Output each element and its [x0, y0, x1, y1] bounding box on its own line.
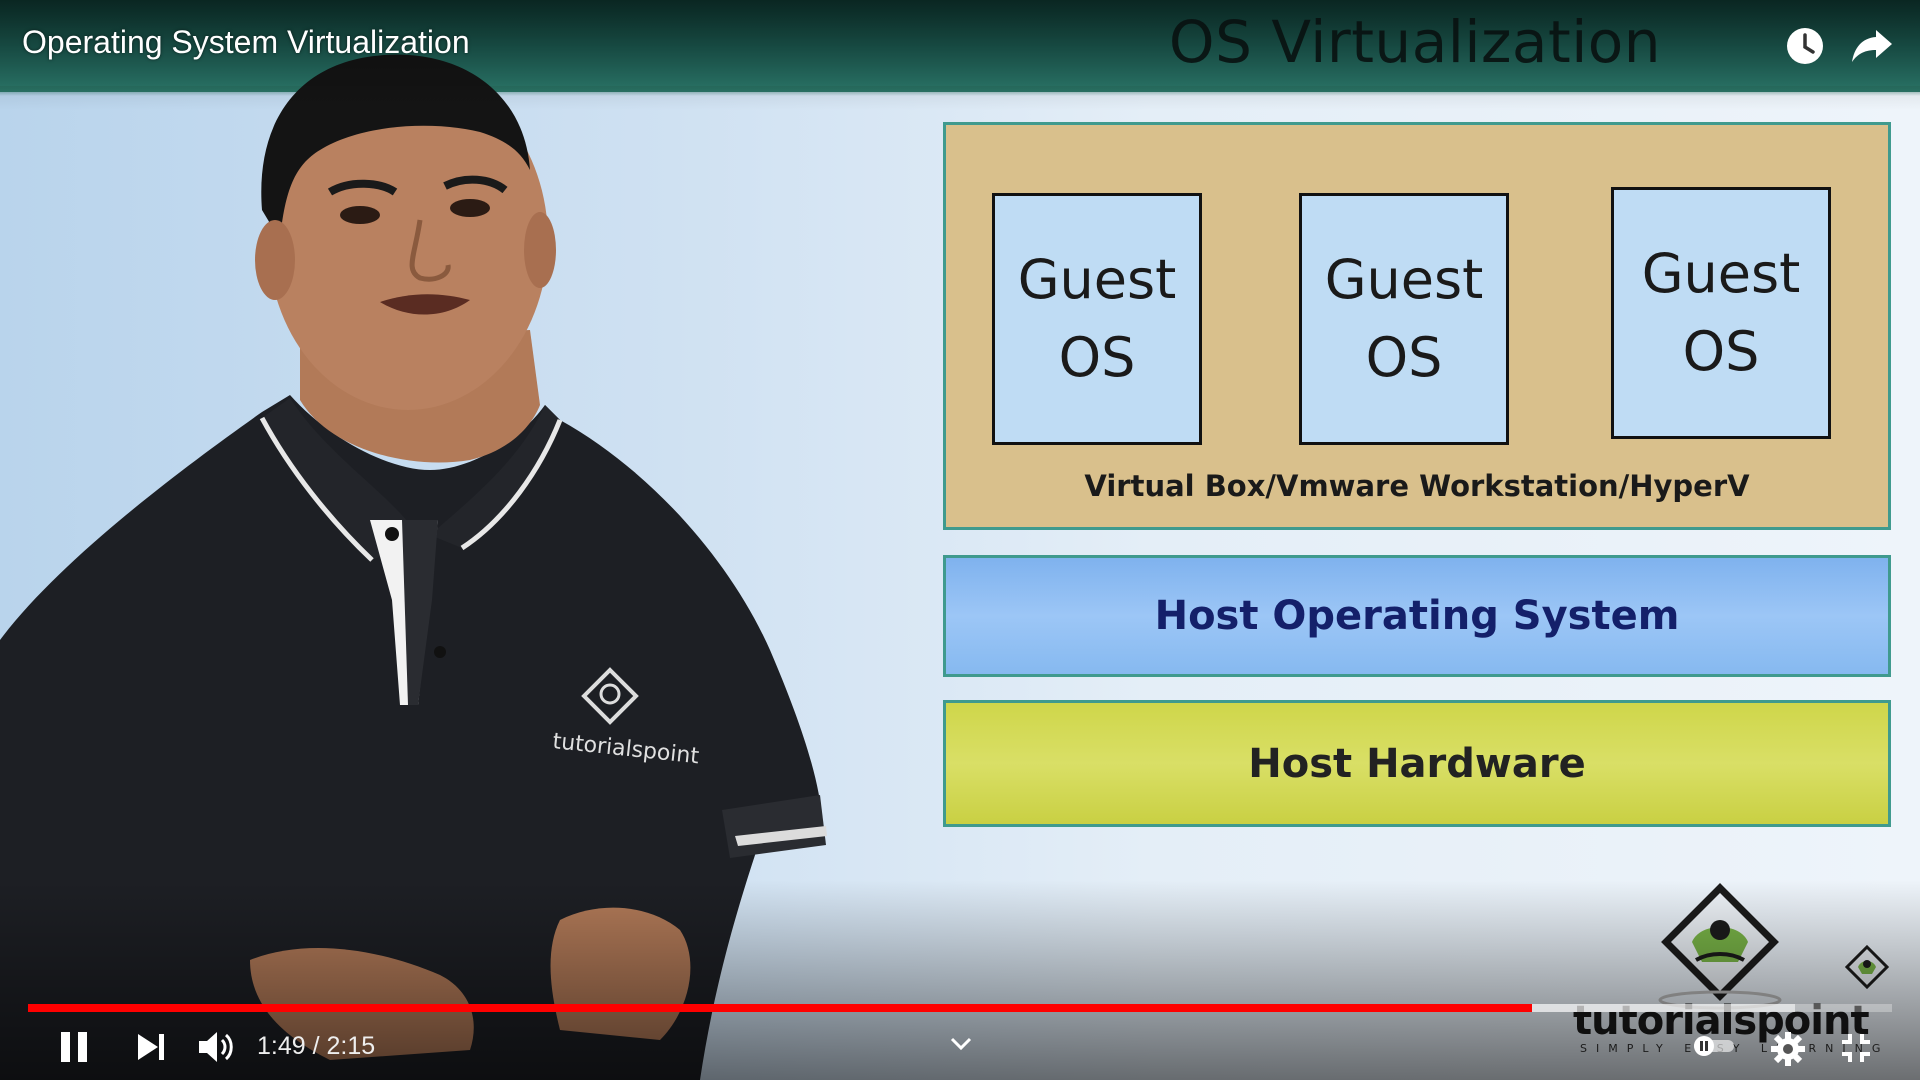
presenter-figure: tutorialspoint	[0, 54, 827, 1080]
guest-os-label-line2: OS	[1682, 320, 1760, 383]
chevron-down-icon[interactable]	[948, 1034, 974, 1054]
channel-watermark-icon[interactable]	[1845, 945, 1889, 989]
progress-bar[interactable]	[28, 1004, 1892, 1012]
hypervisor-label: Virtual Box/Vmware Workstation/HyperV	[1084, 469, 1750, 503]
volume-icon[interactable]	[196, 1028, 236, 1066]
watch-later-icon[interactable]	[1783, 24, 1827, 68]
hypervisor-layer: Guest OS Guest OS Guest OS Virtual Box/V…	[943, 122, 1891, 530]
video-title[interactable]: Operating System Virtualization	[22, 24, 470, 60]
guest-os-box: Guest OS	[992, 193, 1202, 445]
player-controls: 1:49 / 2:15	[0, 1020, 1920, 1080]
autoplay-toggle-icon[interactable]	[1692, 1034, 1736, 1058]
guest-os-label-line2: OS	[1365, 326, 1443, 389]
guest-os-label-line1: Guest	[1017, 248, 1177, 311]
host-hardware-layer: Host Hardware	[943, 700, 1891, 827]
pause-icon[interactable]	[56, 1028, 92, 1066]
host-os-layer: Host Operating System	[943, 555, 1891, 677]
guest-os-label-line2: OS	[1058, 326, 1136, 389]
guest-os-label-line1: Guest	[1324, 248, 1484, 311]
settings-gear-icon[interactable]	[1769, 1030, 1807, 1068]
next-icon[interactable]	[134, 1030, 170, 1064]
share-icon[interactable]	[1850, 26, 1894, 66]
guest-os-label-line1: Guest	[1641, 242, 1801, 305]
guest-os-box: Guest OS	[1611, 187, 1831, 439]
slide-title: OS Virtualization	[1168, 8, 1662, 76]
time-display: 1:49 / 2:15	[257, 1032, 376, 1060]
progress-played	[28, 1004, 1533, 1012]
slide-title-band-edge	[0, 86, 1920, 96]
exit-fullscreen-icon[interactable]	[1838, 1030, 1874, 1066]
guest-os-box: Guest OS	[1299, 193, 1509, 445]
